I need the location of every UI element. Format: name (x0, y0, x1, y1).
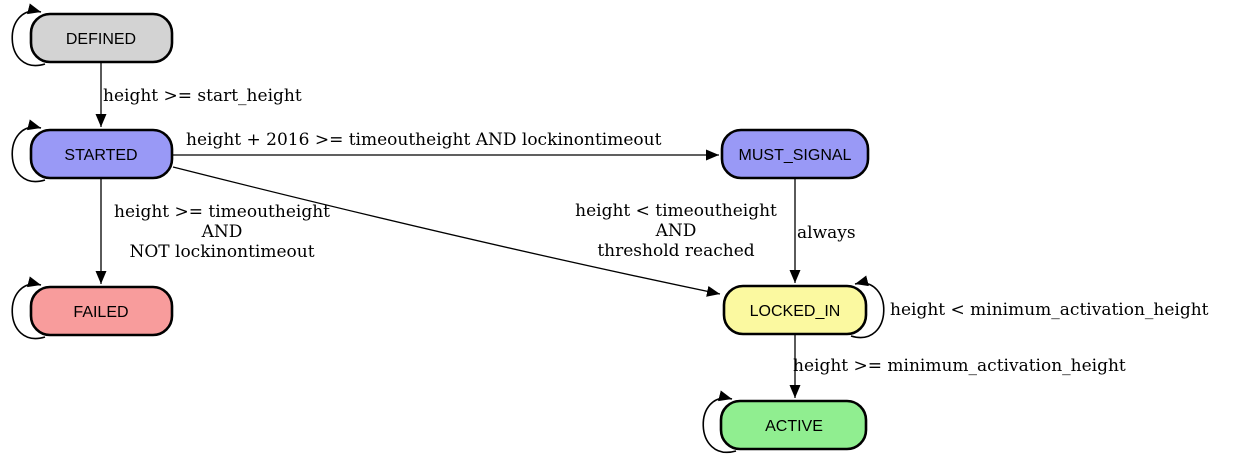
svg-text:AND: AND (201, 222, 243, 242)
state-label-locked-in: LOCKED_IN (750, 303, 841, 320)
svg-text:threshold reached: threshold reached (597, 241, 754, 261)
state-node-started: STARTED (29, 128, 174, 180)
svg-text:height < timeoutheight: height < timeoutheight (575, 201, 777, 221)
self-loop-locked-in (850, 275, 885, 339)
edge-label-must-signal-to-locked-in: always (797, 223, 856, 243)
edge-started-to-locked-in (172, 166, 721, 297)
svg-text:AND: AND (655, 221, 697, 241)
self-loop-failed (11, 276, 46, 340)
edge-label-locked-in-self-loop: height < minimum_activation_height (890, 300, 1209, 320)
self-loop-started (11, 119, 46, 183)
state-shape-started (29, 128, 174, 180)
edge-label-started-to-locked-in: height < timeoutheight AND threshold rea… (575, 201, 777, 261)
edge-label-started-to-must-signal: height + 2016 >= timeoutheight AND locki… (186, 130, 662, 150)
state-node-must-signal: MUST_SIGNAL (720, 128, 870, 180)
edge-label-started-to-failed: height >= timeoutheight AND NOT lockinon… (114, 202, 330, 262)
state-shape-active (719, 399, 868, 451)
svg-text:NOT lockinontimeout: NOT lockinontimeout (129, 242, 314, 262)
self-loop-defined (11, 3, 46, 67)
state-shape-defined (29, 12, 174, 64)
state-label-failed: FAILED (73, 304, 128, 321)
state-label-active: ACTIVE (765, 418, 823, 435)
state-shape-locked-in (722, 284, 868, 336)
state-label-started: STARTED (64, 147, 137, 164)
edge-label-defined-to-started: height >= start_height (103, 86, 302, 106)
state-shape-failed (29, 285, 174, 337)
self-loop-active (702, 390, 737, 454)
state-node-failed: FAILED (29, 285, 174, 337)
state-shape-must-signal (720, 128, 870, 180)
state-node-locked-in: LOCKED_IN (722, 284, 868, 336)
state-node-active: ACTIVE (719, 399, 868, 451)
state-label-defined: DEFINED (66, 31, 136, 48)
svg-text:height >= timeoutheight: height >= timeoutheight (114, 202, 330, 222)
state-node-defined: DEFINED (29, 12, 174, 64)
state-label-must-signal: MUST_SIGNAL (739, 147, 852, 164)
edge-label-locked-in-to-active: height >= minimum_activation_height (793, 356, 1126, 376)
